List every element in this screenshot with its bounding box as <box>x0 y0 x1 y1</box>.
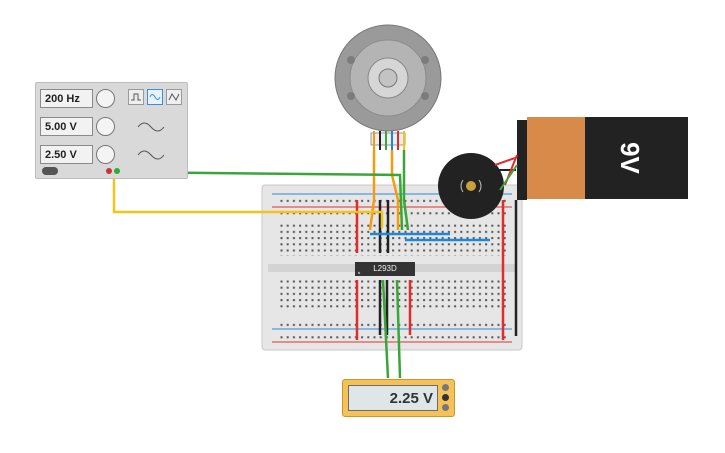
amplitude-display[interactable]: 5.00 V <box>40 117 93 136</box>
offset-wave-icon <box>137 150 165 160</box>
motor-driver-label: L293D <box>373 264 397 273</box>
triangle-wave-icon <box>168 93 180 101</box>
frequency-display[interactable]: 200 Hz <box>40 89 93 108</box>
battery-wires <box>499 154 518 191</box>
multimeter-reading: 2.25 V <box>348 385 438 411</box>
breadboard-wires <box>355 200 518 340</box>
square-wave-icon <box>131 93 141 101</box>
piezo-buzzer[interactable] <box>438 153 516 219</box>
output-negative-terminal[interactable] <box>106 168 112 174</box>
mode-voltage-button[interactable] <box>442 384 449 391</box>
triangle-wave-button[interactable] <box>166 89 182 105</box>
mode-current-button[interactable] <box>442 394 449 401</box>
frequency-knob[interactable] <box>96 89 115 108</box>
power-switch[interactable] <box>42 167 58 175</box>
battery-label: 9V <box>615 142 645 174</box>
breadboard[interactable] <box>261 184 523 351</box>
function-generator[interactable]: 200 Hz 5.00 V 2.50 V <box>35 82 188 179</box>
motor-driver-chip[interactable] <box>355 262 415 276</box>
offset-display[interactable]: 2.50 V <box>40 145 93 164</box>
multimeter[interactable]: 2.25 V <box>342 379 455 417</box>
motor-wires <box>368 150 410 231</box>
mode-resistance-button[interactable] <box>442 404 449 411</box>
battery-9v[interactable] <box>517 117 688 200</box>
multimeter-wires <box>381 279 402 379</box>
offset-knob[interactable] <box>96 145 115 164</box>
output-positive-terminal[interactable] <box>114 168 120 174</box>
sine-wave-icon <box>149 94 161 100</box>
amplitude-knob[interactable] <box>96 117 115 136</box>
encoder-motor[interactable] <box>334 24 442 150</box>
sine-wave-button[interactable] <box>147 89 163 105</box>
generator-wires <box>112 170 404 231</box>
square-wave-button[interactable] <box>128 89 144 105</box>
amplitude-wave-icon <box>137 122 165 132</box>
